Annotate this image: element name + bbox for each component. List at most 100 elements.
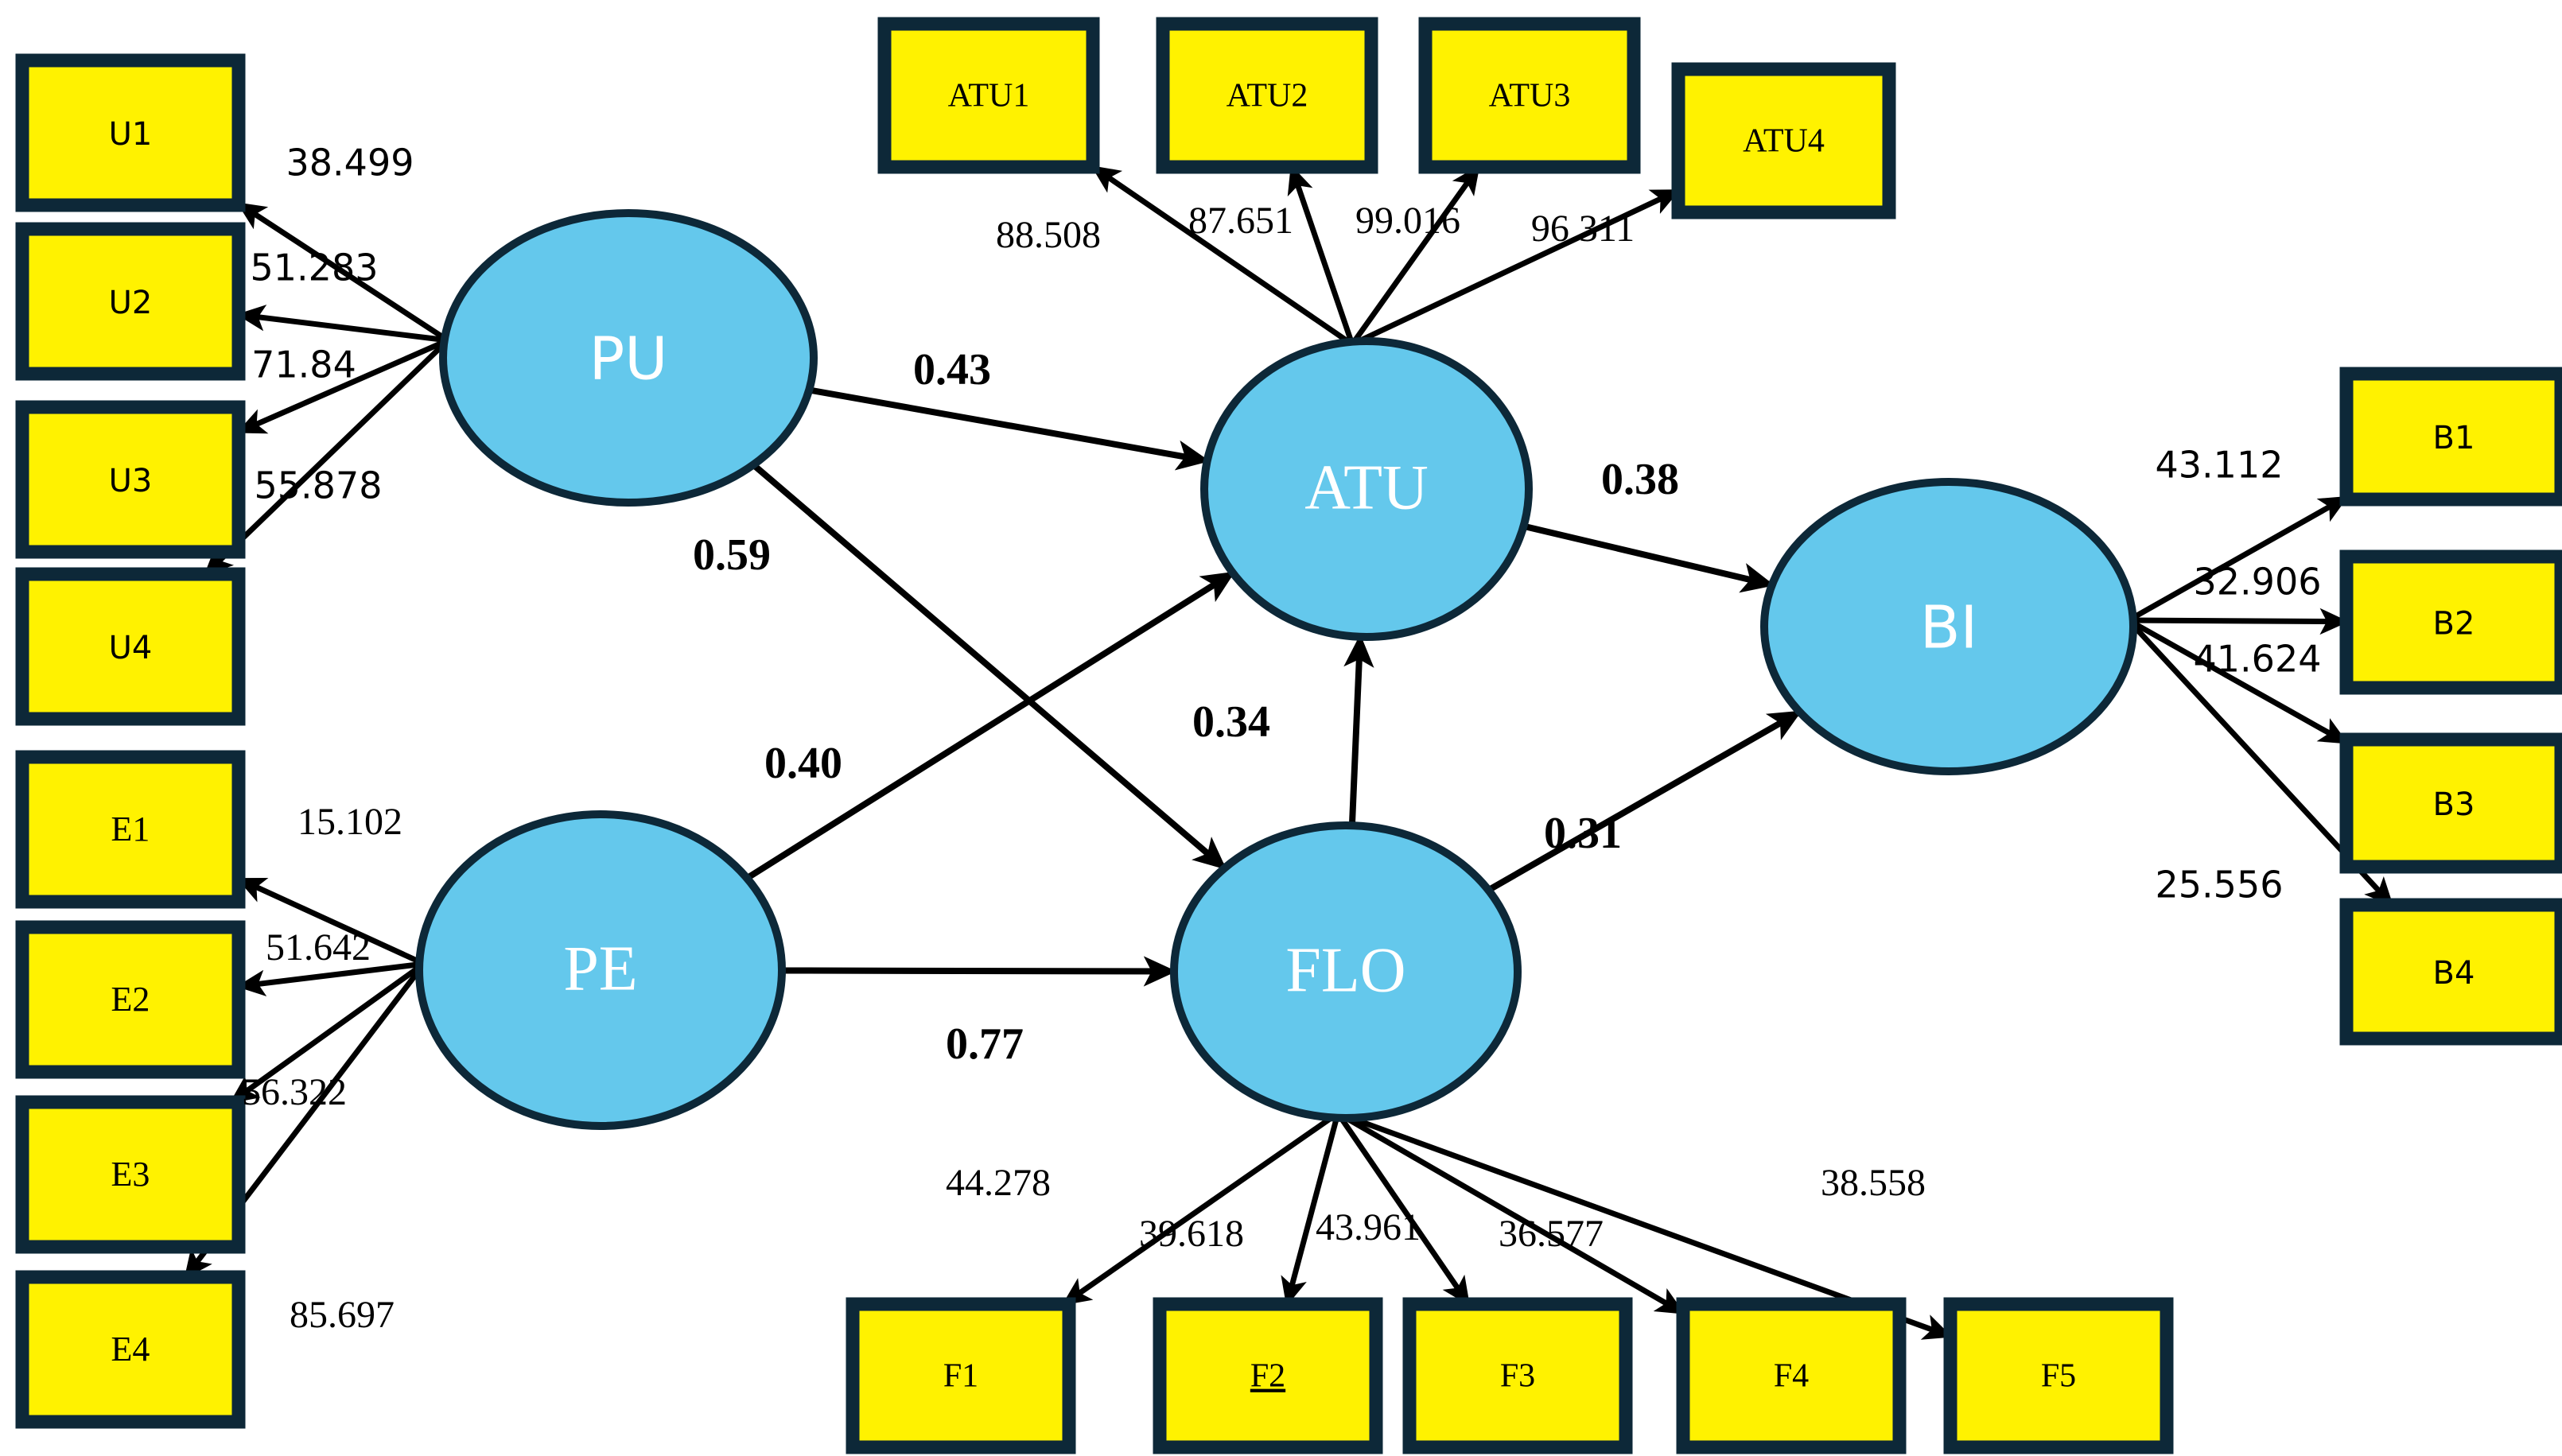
loading-value-flo-f5: 38.558: [1821, 1162, 1926, 1204]
observed-variable-b3[interactable]: B3: [2339, 732, 2562, 874]
structural-path-atu-to-bi: [1522, 522, 1775, 593]
observed-box-atu2: [1156, 17, 1378, 174]
latent-variable-pe[interactable]: PE: [415, 810, 786, 1130]
path-coefficient-flo-bi: 0.31: [1544, 809, 1622, 858]
loading-value-flo-f2: 39.618: [1139, 1213, 1244, 1255]
loading-value-flo-f4: 36.577: [1499, 1213, 1604, 1255]
loading-value-atu-atu1: 88.508: [996, 214, 1101, 256]
observed-box-b4: [2339, 898, 2562, 1046]
observed-label-atu3: ATU3: [1489, 78, 1571, 115]
observed-label-e3: E3: [111, 1155, 150, 1194]
path-coefficient-flo-atu: 0.34: [1192, 697, 1270, 747]
observed-variable-f1[interactable]: F1: [846, 1297, 1076, 1454]
observed-variable-f4[interactable]: F4: [1676, 1297, 1907, 1454]
loading-value-pu-u4: 55.878: [255, 464, 383, 507]
loading-value-pe-e2: 51.642: [266, 926, 371, 969]
observed-variable-atu4[interactable]: ATU4: [1671, 62, 1896, 219]
observed-label-b3: B3: [2433, 786, 2475, 823]
observed-box-e2: [15, 920, 246, 1079]
observed-variable-u2[interactable]: U2: [15, 222, 246, 381]
loading-value-pe-e3: 56.322: [242, 1071, 347, 1113]
loading-value-bi-b3: 41.624: [2194, 638, 2322, 681]
structural-path-flo-to-atu: [1343, 634, 1374, 826]
latent-variable-atu[interactable]: ATU: [1200, 337, 1533, 641]
loading-value-atu-atu3: 99.016: [1355, 200, 1460, 242]
structural-path-pe-to-atu: [744, 570, 1235, 881]
observed-variable-u3[interactable]: U3: [15, 400, 246, 559]
observed-variable-atu2[interactable]: ATU2: [1156, 17, 1378, 174]
observed-variable-b2[interactable]: B2: [2339, 549, 2562, 695]
observed-variable-e4[interactable]: E4: [15, 1270, 246, 1429]
structural-path-pu-to-atu: [808, 386, 1211, 471]
observed-variable-b1[interactable]: B1: [2339, 367, 2562, 507]
latent-ellipse-flo: [1170, 821, 1522, 1122]
structural-path-pu-to-flo: [751, 462, 1227, 871]
structural-path-flo-to-bi: [1487, 709, 1802, 893]
observed-label-atu1: ATU1: [948, 78, 1030, 115]
observed-label-e2: E2: [111, 980, 150, 1019]
latent-ellipse-bi: [1760, 478, 2137, 775]
observed-label-f4: F4: [1774, 1358, 1809, 1395]
loading-value-bi-b1: 43.112: [2156, 444, 2284, 487]
loading-arrow-atu-to-atu3: [1350, 165, 1481, 347]
observed-label-b2: B2: [2433, 606, 2475, 643]
loading-arrow-flo-to-f1: [1061, 1111, 1339, 1307]
loading-arrow-atu-to-atu1: [1091, 164, 1354, 347]
latent-variable-flo[interactable]: FLO: [1170, 821, 1522, 1122]
observed-box-f1: [846, 1297, 1076, 1454]
observed-box-f3: [1402, 1297, 1633, 1454]
loading-arrow-bi-to-b1: [2127, 495, 2349, 623]
observed-variable-u4[interactable]: U4: [15, 567, 246, 726]
latent-variable-pu[interactable]: PU: [439, 209, 818, 507]
observed-box-f4: [1676, 1297, 1907, 1454]
path-coefficient-pu-atu: 0.43: [913, 345, 991, 394]
observed-label-f5: F5: [2041, 1358, 2076, 1395]
loading-arrow-pu-to-u2: [236, 305, 449, 344]
observed-variable-e2[interactable]: E2: [15, 920, 246, 1079]
loading-arrow-atu-to-atu4: [1351, 188, 1681, 347]
observed-label-e4: E4: [111, 1330, 150, 1369]
latent-label-pu: PU: [589, 325, 668, 394]
observed-label-u1: U1: [109, 116, 153, 153]
latent-ellipse-atu: [1200, 337, 1533, 641]
observed-variable-u1[interactable]: U1: [15, 53, 246, 212]
observed-box-atu3: [1418, 17, 1641, 174]
observed-variable-b4[interactable]: B4: [2339, 898, 2562, 1046]
loading-arrow-pe-to-e3: [229, 961, 426, 1105]
loading-arrow-atu-to-atu2: [1287, 165, 1355, 346]
path-coefficient-pe-atu: 0.40: [764, 739, 842, 788]
observed-variable-atu3[interactable]: ATU3: [1418, 17, 1641, 174]
loading-value-bi-b2: 32.906: [2194, 561, 2322, 604]
observed-variable-f5[interactable]: F5: [1943, 1297, 2174, 1454]
observed-label-f3: F3: [1500, 1358, 1535, 1395]
observed-box-b1: [2339, 367, 2562, 507]
loading-arrow-flo-to-f4: [1336, 1110, 1685, 1316]
loading-value-flo-f1: 44.278: [946, 1162, 1051, 1204]
observed-box-e1: [15, 750, 246, 909]
latent-ellipse-pu: [439, 209, 818, 507]
observed-label-atu4: ATU4: [1743, 123, 1825, 160]
loading-arrow-flo-to-f3: [1335, 1112, 1471, 1307]
observed-variable-f2[interactable]: F2: [1153, 1297, 1383, 1454]
loading-value-bi-b4: 25.556: [2156, 864, 2284, 907]
observed-box-u1: [15, 53, 246, 212]
observed-box-atu1: [877, 17, 1100, 174]
loading-arrow-pu-to-u1: [236, 201, 449, 343]
observed-variable-atu1[interactable]: ATU1: [877, 17, 1100, 174]
observed-variable-e3[interactable]: E3: [15, 1095, 246, 1254]
loading-value-pu-u3: 71.84: [251, 344, 356, 386]
observed-box-f2: [1153, 1297, 1383, 1454]
observed-box-b2: [2339, 549, 2562, 695]
observed-box-f5: [1943, 1297, 2174, 1454]
latent-variable-bi[interactable]: BI: [1760, 478, 2137, 775]
observed-label-e1: E1: [111, 810, 150, 848]
loading-value-flo-f3: 43.961: [1316, 1206, 1421, 1248]
observed-variable-f3[interactable]: F3: [1402, 1297, 1633, 1454]
observed-label-f2: F2: [1250, 1358, 1285, 1395]
observed-label-b1: B1: [2433, 420, 2475, 456]
observed-label-u2: U2: [109, 285, 153, 321]
latent-label-bi: BI: [1920, 594, 1978, 662]
observed-variable-e1[interactable]: E1: [15, 750, 246, 909]
